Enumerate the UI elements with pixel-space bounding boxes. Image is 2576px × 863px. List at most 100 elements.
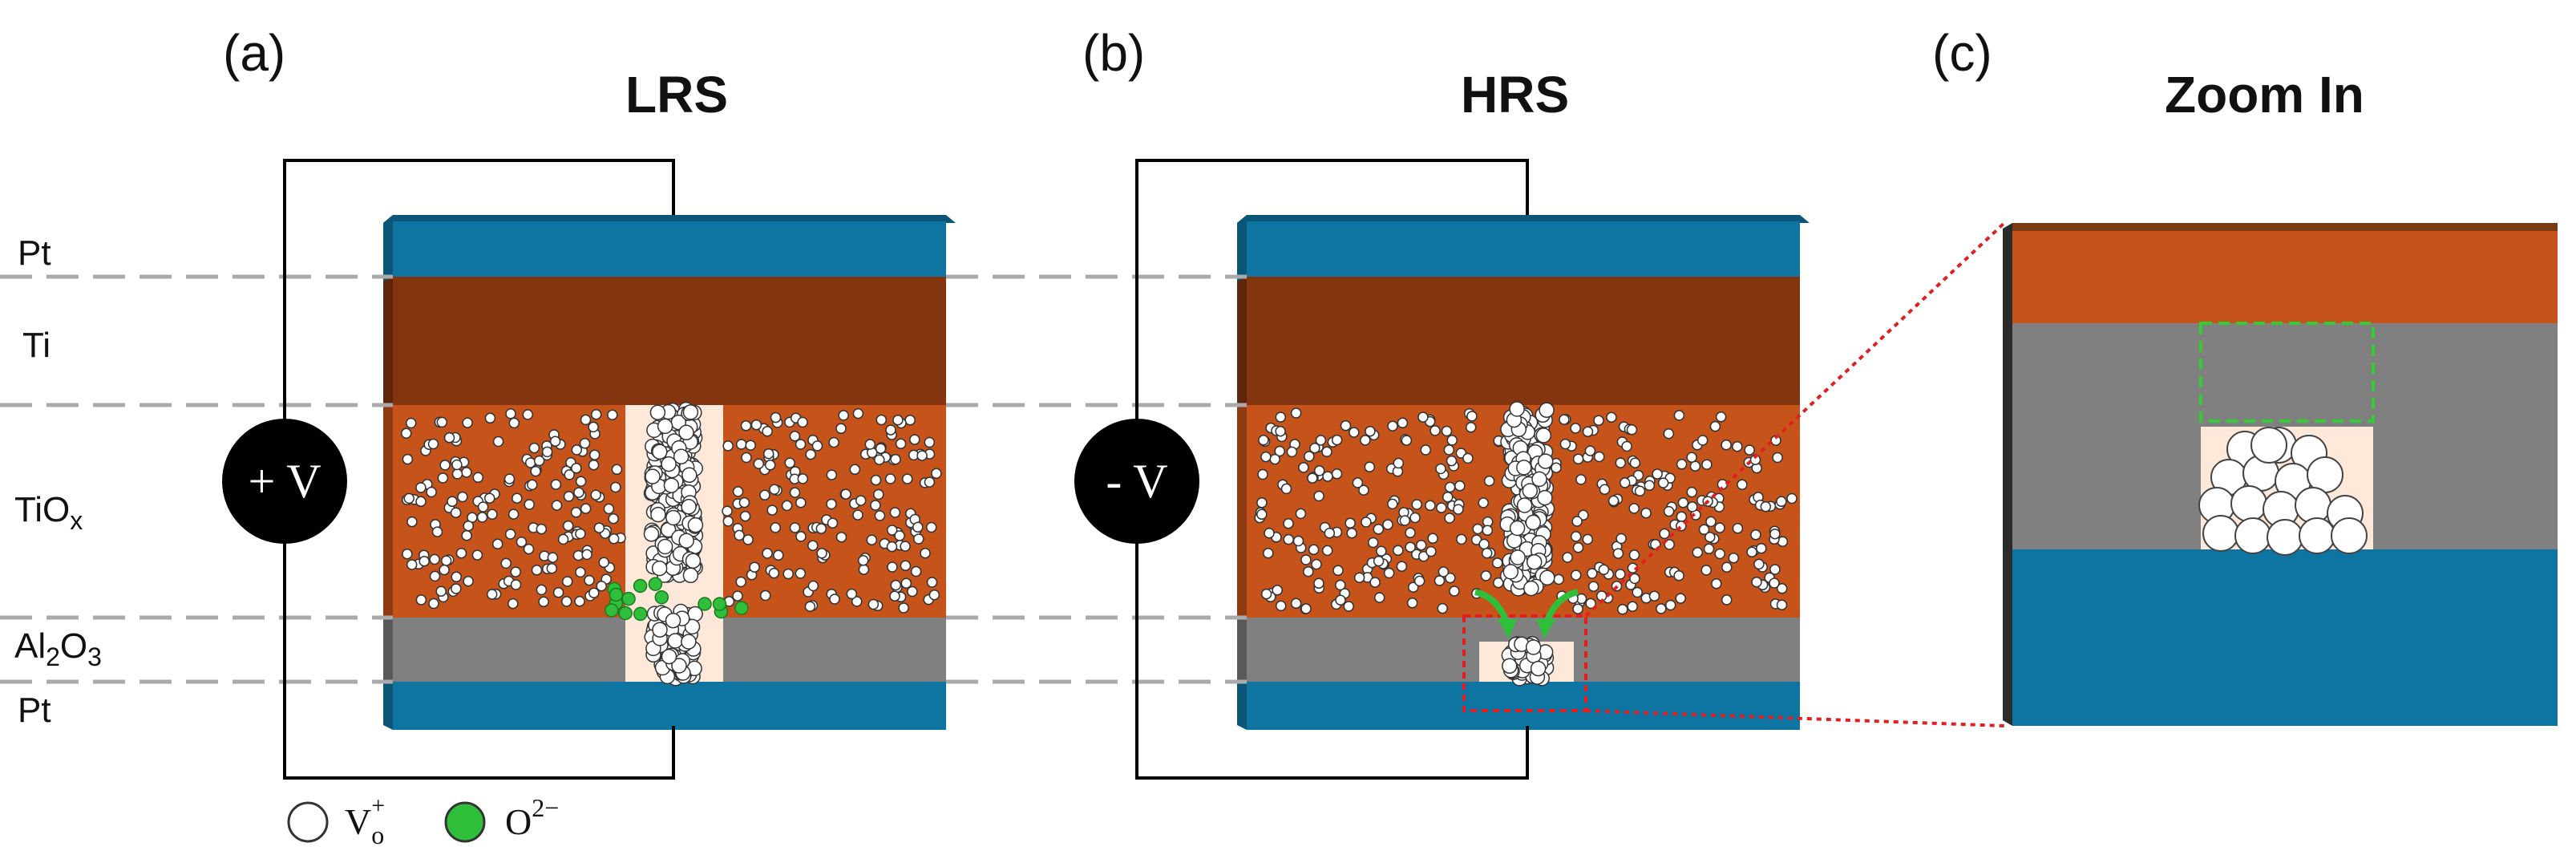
b-vacancy [1260,588,1272,600]
a-vacancy [867,598,880,610]
b-vacancy [1321,446,1332,458]
a-vacancy [739,510,751,522]
b-vacancy [1313,465,1325,476]
b-vacancy [1365,425,1376,437]
a-vacancy [840,488,851,500]
a-filament-vacancy [685,553,702,569]
a-vacancy [797,416,808,428]
a-vacancy [887,561,898,573]
a-vacancy [426,486,437,498]
b-filament-vacancy [1509,520,1526,537]
a-vacancy [894,530,905,541]
b-side-al2o3 [1237,618,1247,682]
b-vacancy [1367,537,1379,549]
b-vacancy [1714,522,1725,533]
b-vacancy [1465,422,1477,433]
a-vacancy [907,585,918,598]
a-oxygen-ion [621,591,636,606]
b-filament-vacancy [1531,471,1547,488]
b-vacancy [1593,451,1605,463]
b-vacancy [1393,457,1405,469]
b-vacancy [1462,452,1474,464]
b-side-ti [1237,277,1247,405]
a-vacancy [926,577,938,588]
legend-oxygen-label: O2− [505,793,559,842]
a-vacancy [742,534,754,545]
b-vacancy [1689,460,1701,472]
b-vacancy [1373,524,1385,535]
a-vacancy [516,536,528,548]
a-vacancy [476,512,488,523]
b-filament-vacancy [1535,427,1552,444]
a-vacancy [406,516,418,528]
b-vacancy [1584,445,1596,456]
a-vacancy [827,517,839,529]
b-vacancy [1263,547,1274,559]
c-vacancy [2230,485,2267,522]
b-vacancy [1307,472,1318,484]
b-vacancy [1274,445,1285,457]
b-filament-vacancy [1539,569,1555,586]
a-vacancy [740,420,752,431]
legend-vacancy-label: Vo+ [345,792,385,849]
a-vacancy [826,498,837,510]
a-vacancy [588,459,600,471]
b-vacancy [1701,459,1713,470]
b-vacancy [1570,423,1581,434]
b-vacancy [1417,411,1429,423]
b-vacancy [1478,538,1490,550]
a-filament-vacancy [682,404,699,420]
circuit-a: + V [222,159,675,780]
a-vacancy [610,481,621,493]
layer-guide-lines [0,274,1247,684]
b-vacancy [1664,539,1675,550]
a-vacancy [816,548,827,559]
a-vacancy [773,549,784,561]
b-vacancy [1405,527,1416,539]
a-vacancy [912,521,924,533]
a-side-al2o3 [383,618,393,682]
b-vacancy [1373,592,1385,603]
b-vacancy [1313,577,1324,590]
b-vacancy [1732,522,1744,534]
a-top-edge [383,215,956,223]
b-filament-vacancy [1537,453,1554,469]
a-vacancy [486,589,498,600]
a-vacancy [826,469,838,480]
b-vacancy [1751,576,1762,588]
b-vacancy [1335,594,1346,606]
a-vacancy [783,568,794,580]
c-vacancy [2202,515,2239,552]
b-vacancy [1656,603,1667,614]
a-vacancy [503,473,516,484]
a-vacancy [886,525,898,536]
b-vacancy [1482,525,1494,537]
circuit-b-wire [1135,159,1529,780]
a-vacancy [557,533,569,545]
b-vacancy [1769,564,1781,575]
b-vacancy [1769,577,1780,589]
a-vacancy [530,465,541,477]
a-filament-vacancy [657,418,673,435]
b-vacancy [1413,575,1425,587]
b-vacancy [1397,417,1409,429]
b-vacancy [1673,570,1684,581]
b-vacancy [1361,517,1372,528]
a-vacancy [874,454,885,465]
a-vacancy [732,486,744,497]
b-vacancy [1444,513,1455,524]
a-oxygen-ion [698,597,712,611]
a-vacancy [575,566,586,578]
panel-b-title: HRS [1461,66,1569,124]
b-vacancy [1456,533,1467,545]
a-vacancy [573,487,584,498]
b-vacancy [1615,457,1627,468]
b-vacancy [1628,549,1640,561]
a-vacancy [527,479,538,491]
b-filament-vacancy [1530,660,1547,677]
a-vacancy [439,564,450,576]
b-vacancy [1315,435,1327,446]
b-vacancy [1705,531,1716,543]
b-vacancy [1313,490,1324,502]
a-vacancy [427,438,439,450]
